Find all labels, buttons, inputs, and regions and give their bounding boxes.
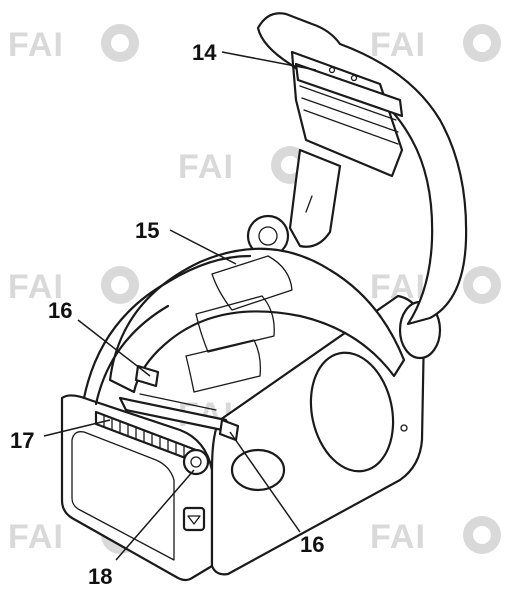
watermark-logo: FAI	[370, 24, 501, 64]
watermark-logo: FAI	[370, 516, 501, 556]
watermark-text: FAI	[178, 148, 234, 186]
callout-17: 17	[10, 428, 34, 453]
callout-14: 14	[192, 40, 217, 65]
leader-16b	[229, 431, 301, 533]
leader-16a	[77, 319, 151, 377]
watermarks: FAI FAI FAI FAI FAI FAI	[8, 24, 501, 556]
callout-18: 18	[88, 564, 112, 589]
watermark-text: FAI	[370, 518, 426, 556]
leader-lines	[43, 51, 317, 561]
printer-lid	[246, 12, 468, 326]
leader-15	[169, 229, 237, 265]
watermark-logo: FAI	[178, 146, 309, 186]
watermark-text: FAI	[8, 518, 64, 556]
watermark-text: FAI	[8, 268, 64, 306]
callouts: 14 15 16 16 17 18	[10, 40, 324, 589]
watermark-text: FAI	[370, 26, 426, 64]
callout-16-left: 16	[48, 298, 72, 323]
leader-17	[43, 419, 111, 437]
callout-15: 15	[135, 218, 159, 243]
leader-18	[115, 469, 195, 561]
paper-roll	[82, 247, 406, 434]
callout-16-right: 16	[300, 532, 324, 557]
platen-roller	[94, 364, 240, 476]
leader-14	[221, 51, 317, 71]
watermark-logo: FAI	[8, 266, 139, 306]
watermark-text: FAI	[8, 26, 64, 64]
watermark-logo: FAI	[8, 24, 139, 64]
